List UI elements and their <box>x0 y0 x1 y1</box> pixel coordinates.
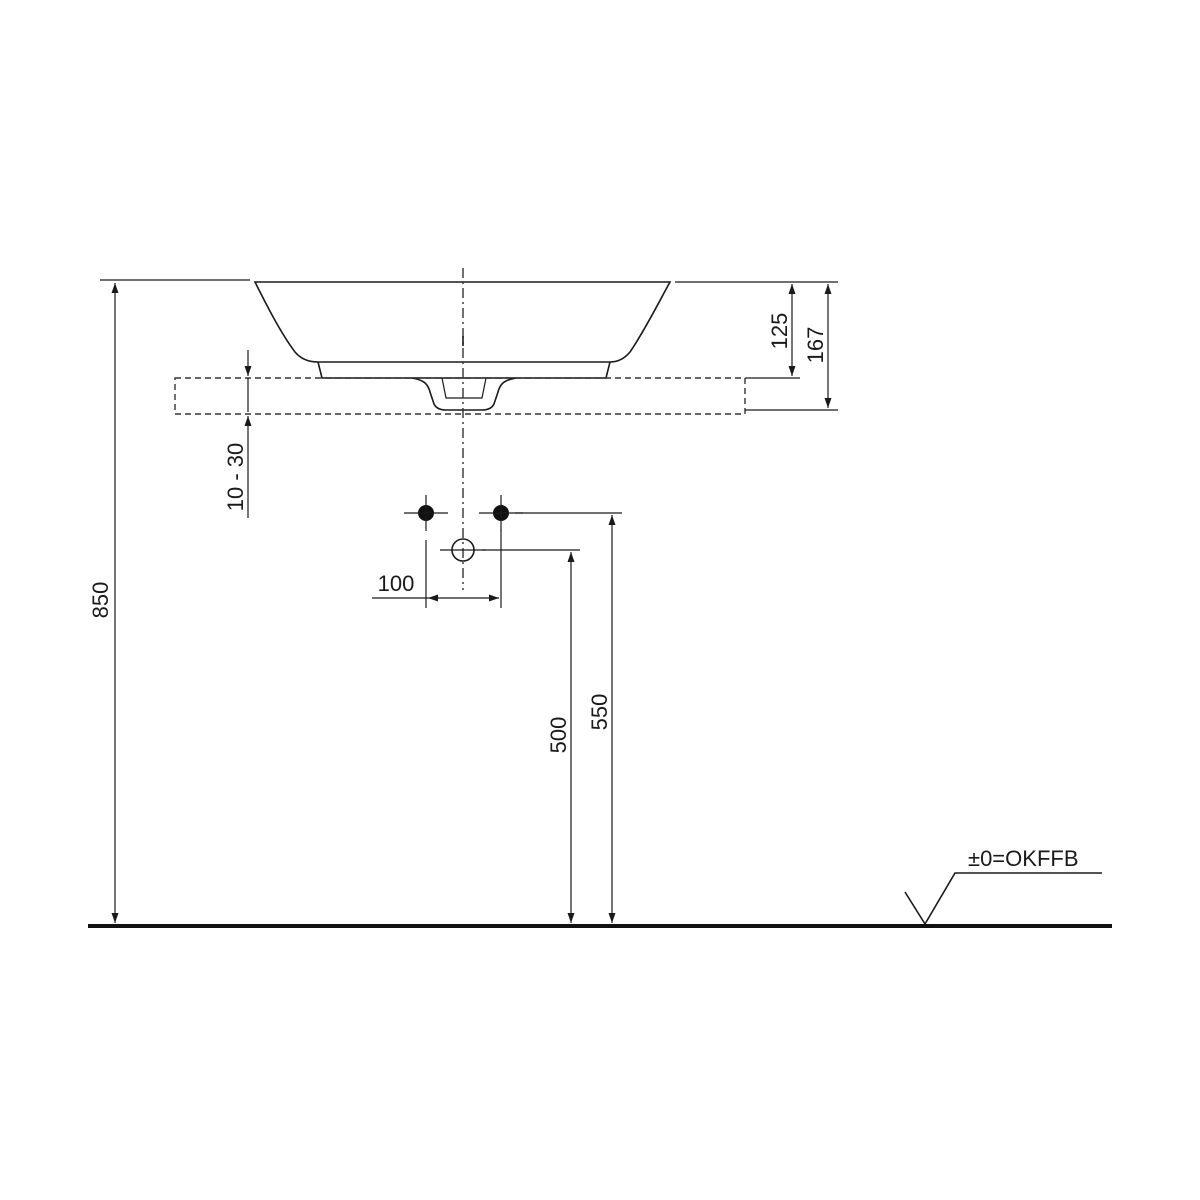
floor-level-symbol <box>904 872 1102 926</box>
dim-rim-height: 125 <box>767 313 792 350</box>
dim-total-height: 167 <box>803 327 828 364</box>
basin-outline <box>253 281 672 411</box>
dim-supply-spacing: 100 <box>378 571 415 596</box>
floor-level-label: ±0=OKFFB <box>968 846 1079 871</box>
dim-countertop-thickness: 10 - 30 <box>223 443 248 512</box>
extension-lines <box>100 279 838 608</box>
dim-drain-height: 500 <box>546 717 571 754</box>
dim-overall-height: 850 <box>88 582 113 619</box>
dim-supply-height: 550 <box>587 694 612 731</box>
countertop-outline <box>174 377 746 415</box>
